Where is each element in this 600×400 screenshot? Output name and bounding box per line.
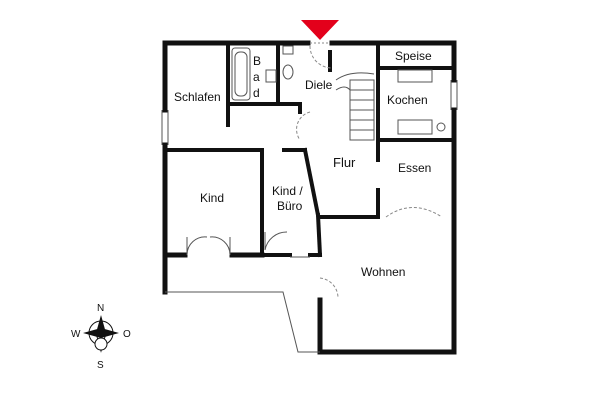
room-label-bad-b: B [253, 54, 261, 68]
compass-north-label: N [97, 303, 104, 314]
doors [296, 45, 443, 299]
room-label-bad-a: a [253, 70, 260, 84]
room-label-wohnen: Wohnen [361, 265, 405, 279]
compass-rose-icon [83, 315, 119, 353]
room-label-kochen: Kochen [387, 93, 428, 107]
room-label-essen: Essen [398, 161, 431, 175]
compass-south-label: S [97, 360, 104, 371]
room-label-bad-d: d [253, 86, 260, 100]
room-label-diele: Diele [305, 78, 333, 92]
kind-double-door [186, 231, 288, 256]
room-label-kind: Kind [200, 191, 224, 205]
room-label-schlafen: Schlafen [174, 90, 221, 104]
room-label-kind-buero-2: Büro [277, 199, 303, 213]
outer-walls [162, 40, 457, 355]
entrance-arrow-icon [301, 20, 339, 40]
compass-west-label: W [71, 329, 81, 340]
room-label-kind-buero-1: Kind / [272, 184, 303, 198]
compass-east-label: O [123, 329, 131, 340]
inner-walls [163, 41, 456, 258]
thin-lines [161, 42, 458, 353]
room-label-flur: Flur [333, 155, 356, 170]
room-label-speise: Speise [395, 49, 432, 63]
